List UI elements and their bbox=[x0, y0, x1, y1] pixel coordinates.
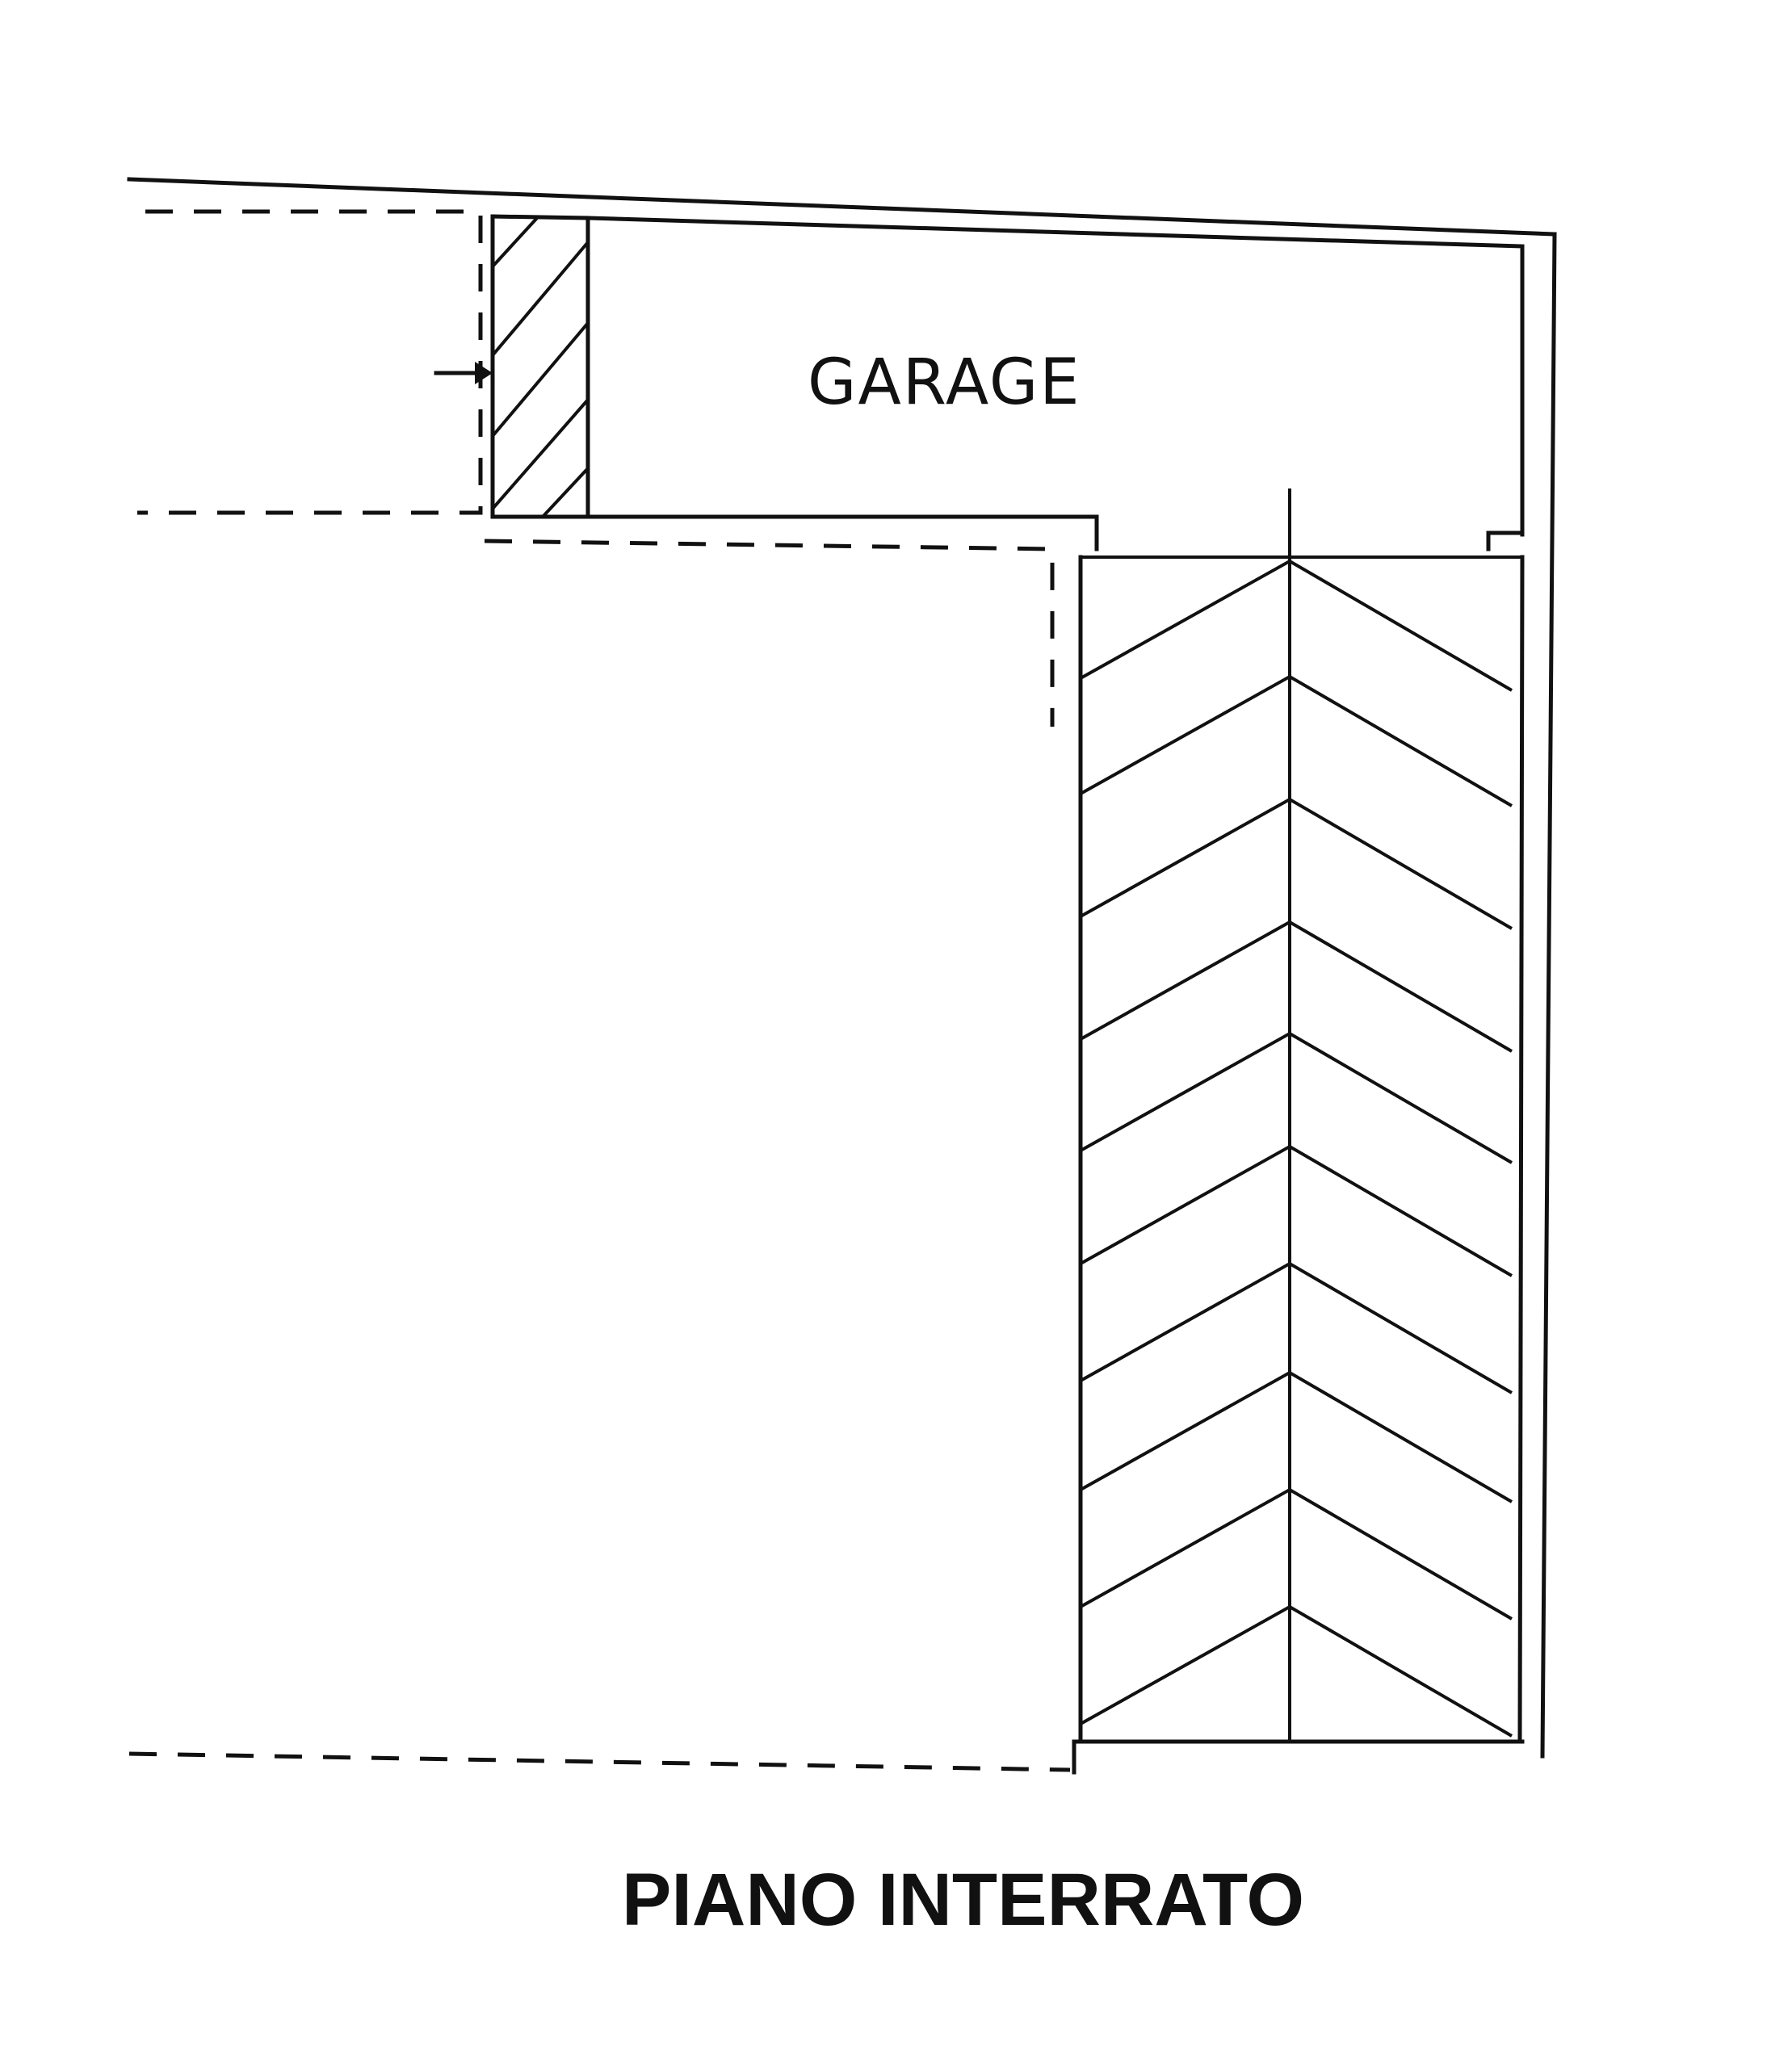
ramp-chevron bbox=[1080, 1144, 1513, 1277]
garage-label: GARAGE bbox=[808, 346, 1081, 419]
entrance-arrow-icon bbox=[434, 362, 493, 384]
ramp-chevron bbox=[1080, 1604, 1513, 1738]
top-boundary-line bbox=[127, 177, 1557, 237]
outer-right-wall bbox=[1540, 232, 1557, 1759]
ramp-chevron bbox=[1080, 559, 1513, 692]
ramp-chevron bbox=[1080, 1370, 1513, 1503]
ramp-chevron bbox=[1080, 797, 1513, 930]
ramp-chevron bbox=[1080, 920, 1513, 1053]
ramp-chevrons bbox=[1080, 559, 1513, 1738]
hatched-wall bbox=[490, 214, 590, 519]
ramp-chevron bbox=[1080, 1487, 1513, 1620]
dashed-boundaries bbox=[128, 209, 1071, 1772]
ramp-chevron bbox=[1080, 1031, 1513, 1164]
ramp-chevron bbox=[1080, 674, 1513, 807]
ramp-chevron bbox=[1080, 1261, 1513, 1394]
plan-title: PIANO INTERRATO bbox=[622, 1859, 1304, 1941]
garage-walls bbox=[490, 214, 1525, 559]
ramp-walls bbox=[1072, 488, 1525, 1775]
